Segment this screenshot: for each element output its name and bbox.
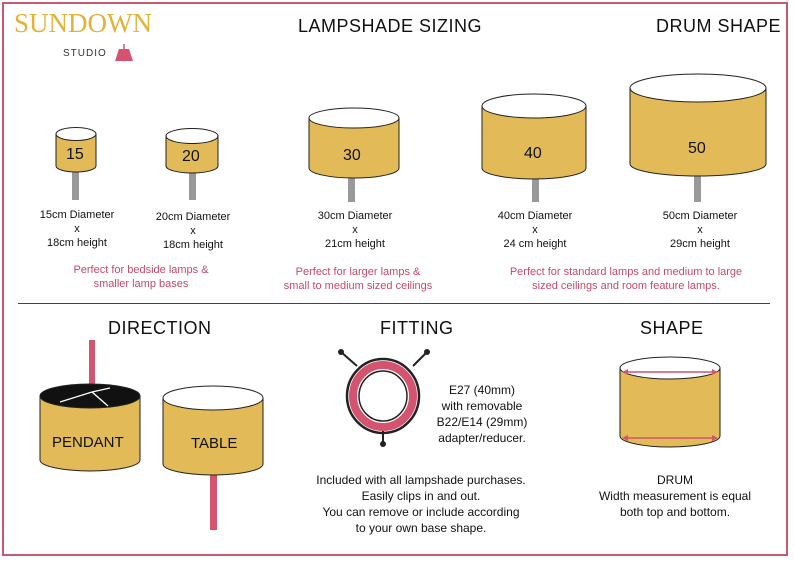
drum-label-30: 30 [343,147,361,164]
brand-name: SUNDOWN [14,8,152,38]
drum-40-icon [481,93,587,202]
drum-50-icon [629,73,767,202]
heading-direction: DIRECTION [108,318,212,338]
heading-drum-shape: DRUM SHAPE [656,16,782,36]
drum-15-icon [55,127,97,200]
section-divider [18,303,770,304]
drum-20-icon [165,128,219,200]
table-label: TABLE [191,435,238,452]
table-drum-icon [162,385,264,530]
brand-logo: SUNDOWN STUDIO [14,8,152,64]
fitting-description: Included with all lampshade purchases. E… [316,473,526,535]
direction-illustration [39,340,264,530]
size-caption-40: 40cm Diameter x 24 cm height [497,210,573,250]
fitting-spec: E27 (40mm) with removable B22/E14 (29mm)… [436,383,528,445]
pendant-drum-icon [39,340,141,472]
note-small: Perfect for bedside lamps & smaller lamp… [73,264,209,290]
drum-shape-icon [619,356,721,448]
size-caption-50: 50cm Diameter x 29cm height [662,210,738,250]
drum-label-20: 20 [182,148,200,165]
poster-frame [2,2,788,556]
heading-shape: SHAPE [640,318,704,338]
brand-sub: STUDIO [63,48,107,59]
size-caption-20: 20cm Diameter x 18cm height [155,211,231,251]
drum-30-icon [308,107,400,202]
note-medium: Perfect for larger lamps & small to medi… [283,266,433,292]
fitting-ring-icon [338,349,430,447]
note-large: Perfect for standard lamps and medium to… [509,266,743,292]
heading-lampshade-sizing: LAMPSHADE SIZING [298,16,483,36]
pendant-label: PENDANT [52,434,124,451]
shape-description: DRUM Width measurement is equal both top… [598,473,752,519]
size-caption-30: 30cm Diameter x 21cm height [317,210,393,250]
size-caption-15: 15cm Diameter x 18cm height [39,209,115,249]
drum-label-40: 40 [524,145,542,162]
drum-label-50: 50 [688,140,706,157]
heading-fitting: FITTING [380,318,454,338]
drum-label-15: 15 [66,146,84,163]
mini-lampshade-icon [115,44,133,61]
size-drums [55,73,767,202]
